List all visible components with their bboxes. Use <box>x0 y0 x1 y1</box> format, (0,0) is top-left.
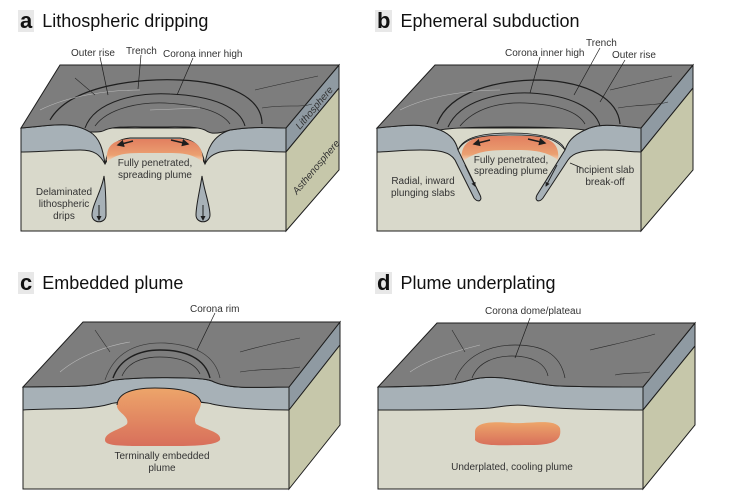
panel-a-leader-outer-rise <box>99 56 109 96</box>
panel-c-corona-ring-inner <box>121 356 201 377</box>
panel-c-title: Embedded plume <box>42 272 184 293</box>
panel-d-top-surface <box>376 322 697 388</box>
panel-b-leader-outer-rise <box>599 59 626 103</box>
panel-d-title: Plume underplating <box>400 272 556 293</box>
panel-a-label-corona-inner-high: Corona inner high <box>163 49 243 60</box>
panel-b-arrow-right <box>527 137 547 146</box>
panel-b-block: Corona inner high Trench Outer rise Full… <box>375 38 695 233</box>
panel-a-fracture <box>254 75 319 91</box>
panel-a-arrow-left <box>116 139 134 148</box>
panel-d-label-corona-dome: Corona dome/plateau <box>485 306 581 317</box>
panel-b-lithosphere-cap <box>457 132 566 151</box>
panel-c-label-corona-rim: Corona rim <box>190 304 239 315</box>
panel-b-corona-inner-ring <box>447 92 601 128</box>
panel-b-title: Ephemeral subduction <box>400 10 580 31</box>
panel-c-label-plume-2: plume <box>148 463 176 474</box>
panel-a-drip-right <box>195 175 211 223</box>
panel-b-leader-trench <box>573 47 601 96</box>
panel-a-label-outer-rise: Outer rise <box>71 48 115 59</box>
panel-c-leader-corona-rim <box>196 312 216 351</box>
panel-d-fracture <box>589 333 656 351</box>
panel-c-fracture <box>239 337 301 353</box>
panel-b-corona-ring-3 <box>459 102 586 127</box>
panel-a-fracture <box>261 103 313 109</box>
panel-a-top-surface <box>20 64 341 134</box>
panel-c-plume-top-outline <box>116 387 202 406</box>
panel-a-label-drips-3: drips <box>53 211 75 222</box>
panel-a-corona-inner-ring <box>84 93 246 129</box>
panel-a-letter: a <box>18 8 35 33</box>
panel-c-letter: c <box>18 270 35 295</box>
panel-a-label-trench: Trench <box>126 46 157 57</box>
panel-a-label-drips-1: Delaminated <box>36 187 92 198</box>
panel-b-label-outer-rise: Outer rise <box>612 50 656 61</box>
panel-a-block: Outer rise Trench Corona inner high Full… <box>20 46 343 233</box>
panel-d-block: Corona dome/plateau Underplated, cooling… <box>376 306 697 491</box>
panel-d-letter: d <box>375 270 393 295</box>
panel-b-heading: b Ephemeral subduction <box>375 10 580 32</box>
panel-a-label-plume-2: spreading plume <box>118 170 192 181</box>
panel-d-leader-dome <box>514 317 531 359</box>
panel-a-label-plume-1: Fully penetrated, <box>118 158 193 169</box>
panel-b-slab-arrow-right <box>545 164 558 187</box>
panel-b-corona-outer-ring <box>436 79 621 125</box>
panel-d-fracture <box>409 344 481 373</box>
panel-b-leader-breakoff <box>569 162 583 169</box>
panel-d-label-plume: Underplated, cooling plume <box>451 462 573 473</box>
panel-a-drip-left <box>91 175 107 223</box>
panel-b-label-breakoff-2: break-off <box>585 177 625 188</box>
panel-c-plume <box>105 388 221 447</box>
panel-d-fracture <box>614 371 651 376</box>
panel-b-fracture <box>399 89 501 111</box>
panel-a-title: Lithospheric dripping <box>42 10 209 31</box>
panel-b-arrow-left <box>472 138 491 147</box>
panel-b-fracture <box>617 101 669 109</box>
panel-b-label-breakoff-1: Incipient slab <box>576 165 635 176</box>
panel-c-label-plume-1: Terminally embedded <box>114 451 209 462</box>
panel-b-label-slabs-2: plunging slabs <box>391 188 455 199</box>
panel-a-fracture <box>149 107 201 111</box>
panel-a-fracture <box>39 89 141 111</box>
panel-d-dome-ring-outer <box>454 344 566 381</box>
panel-a-leader-corona <box>176 57 194 96</box>
panel-a-corona-ring-3 <box>94 102 231 127</box>
panel-d-heading: d Plume underplating <box>375 272 556 294</box>
panel-b-label-corona-inner-high: Corona inner high <box>505 48 585 59</box>
panel-a-leader-trench <box>137 54 142 90</box>
panel-a-fracture <box>74 77 96 96</box>
panel-c-corona-rim <box>112 349 211 379</box>
panel-c-heading: c Embedded plume <box>18 272 183 294</box>
panel-a-heading: a Lithospheric dripping <box>18 10 208 32</box>
panel-b-label-plume-1: Fully penetrated, <box>474 155 549 166</box>
panel-b-label-slabs-1: Radial, inward <box>391 176 454 187</box>
panel-d-dome-ring-inner <box>471 355 549 379</box>
panel-b-letter: b <box>375 8 393 33</box>
panel-c-block: Corona rim Terminally embedded plume <box>21 304 342 491</box>
panel-b-plume <box>461 136 559 162</box>
panel-b-top-surface <box>375 64 695 131</box>
panel-c-fracture <box>239 366 301 373</box>
panel-a-plume <box>106 139 203 162</box>
panel-b-label-plume-2: spreading plume <box>474 166 548 177</box>
panel-c-fracture <box>94 329 111 353</box>
panel-a-label-drips-2: lithospheric <box>39 199 90 210</box>
panel-b-fracture <box>609 75 673 91</box>
panel-c-corona-ring-outer <box>104 342 221 381</box>
panel-d-plume <box>475 422 561 446</box>
panel-b-leader-corona <box>529 56 541 94</box>
panel-c-top-surface <box>21 321 342 388</box>
panel-a-arrow-right <box>170 138 190 147</box>
panel-c-fracture <box>59 341 131 373</box>
panel-d-fracture <box>451 329 466 353</box>
panel-b-label-trench: Trench <box>586 38 617 49</box>
panel-b-slab-arrow-left <box>464 164 476 187</box>
